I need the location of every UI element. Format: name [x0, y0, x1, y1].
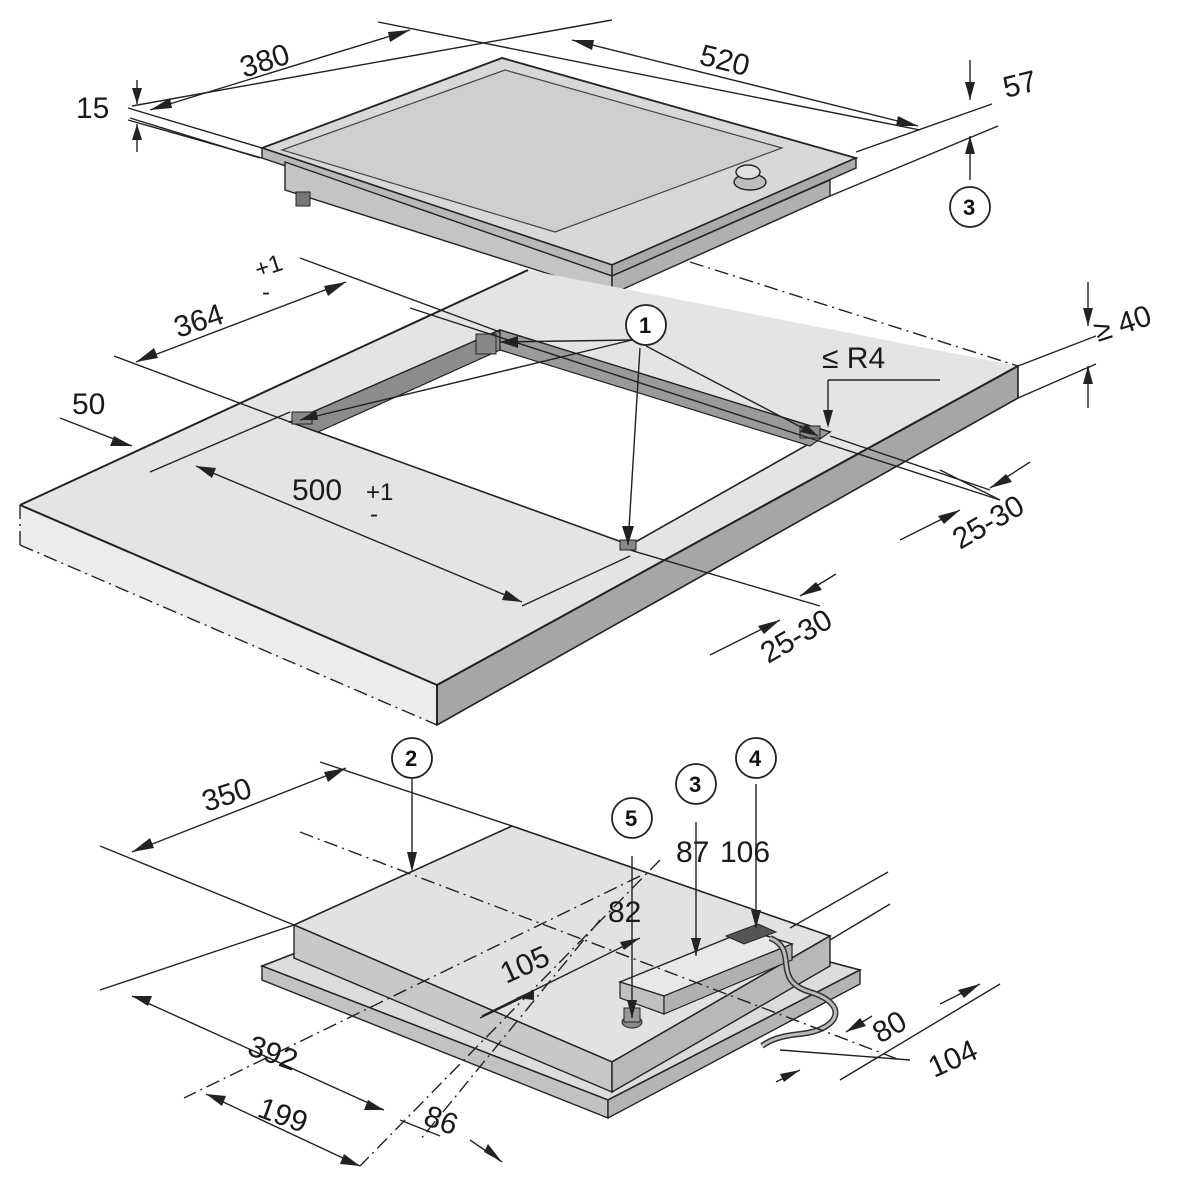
- underside-body-right: [611, 934, 831, 1094]
- dim-glass-thickness: 15: [76, 92, 109, 125]
- dim-cutout-depth-tol-minus: -: [262, 279, 270, 306]
- hob-underside-view: 350 392 199 86 105 82 87 106 80 104 2 3 …: [99, 737, 1001, 1167]
- dim-offset-106: 106: [720, 836, 770, 869]
- callout-3-top: 3: [949, 186, 991, 228]
- svg-text:5: 5: [625, 806, 637, 831]
- dim-front-margin: 50: [72, 388, 105, 421]
- dim-cutout-width-tol: +1: [366, 479, 393, 506]
- dim-hob-height: 57: [1000, 65, 1040, 105]
- dim-offset-104: 104: [923, 1034, 982, 1085]
- callout-2: 2: [391, 737, 433, 779]
- hob-top-view: 380 520 15 57 3: [76, 19, 1040, 296]
- callout-5: 5: [611, 797, 653, 839]
- dim-cutout-width-tol-minus: -: [370, 501, 378, 528]
- underside-glass-right: [607, 968, 861, 1120]
- dim-cutout-depth: 364: [170, 298, 228, 345]
- dim-worktop-thickness: ≥ 40: [1090, 299, 1156, 348]
- callout-1: 1: [625, 304, 667, 346]
- dim-underside-width: 392: [244, 1030, 302, 1078]
- hob-control-knob: [733, 164, 767, 191]
- worktop-left-face: [20, 505, 437, 725]
- hob-foot: [295, 191, 311, 207]
- electronics-box-right: [663, 943, 793, 1015]
- svg-text:1: 1: [639, 313, 651, 338]
- dim-offset-199: 199: [254, 1092, 312, 1140]
- hob-glass-inner: [280, 69, 784, 233]
- dim-offset-87: 87: [676, 836, 709, 869]
- dim-underside-depth: 350: [198, 772, 256, 819]
- connector-block: [724, 923, 778, 945]
- svg-text:2: 2: [405, 746, 417, 771]
- dim-hob-width: 520: [696, 39, 753, 83]
- callout-4: 4: [735, 737, 777, 779]
- dim-side-margin-1: 25-30: [947, 489, 1030, 556]
- dim-corner-radius: ≤ R4: [822, 342, 885, 375]
- callout-3-bottom: 3: [675, 763, 717, 805]
- hob-right-edge: [611, 156, 857, 278]
- dim-cutout-width: 500: [292, 474, 342, 507]
- clip-1: [475, 333, 497, 355]
- dim-offset-80: 80: [867, 1005, 912, 1050]
- svg-text:3: 3: [963, 195, 975, 220]
- worktop-cutout-view: 1 364 +1 -: [19, 250, 1156, 727]
- svg-text:3: 3: [689, 772, 701, 797]
- dim-hob-depth: 380: [236, 38, 294, 85]
- svg-text:4: 4: [749, 746, 762, 771]
- cutout-right-wall: [499, 329, 832, 447]
- dim-offset-86: 86: [420, 1100, 463, 1142]
- dim-side-margin-2: 25-30: [755, 603, 838, 670]
- dim-offset-82: 82: [608, 896, 641, 929]
